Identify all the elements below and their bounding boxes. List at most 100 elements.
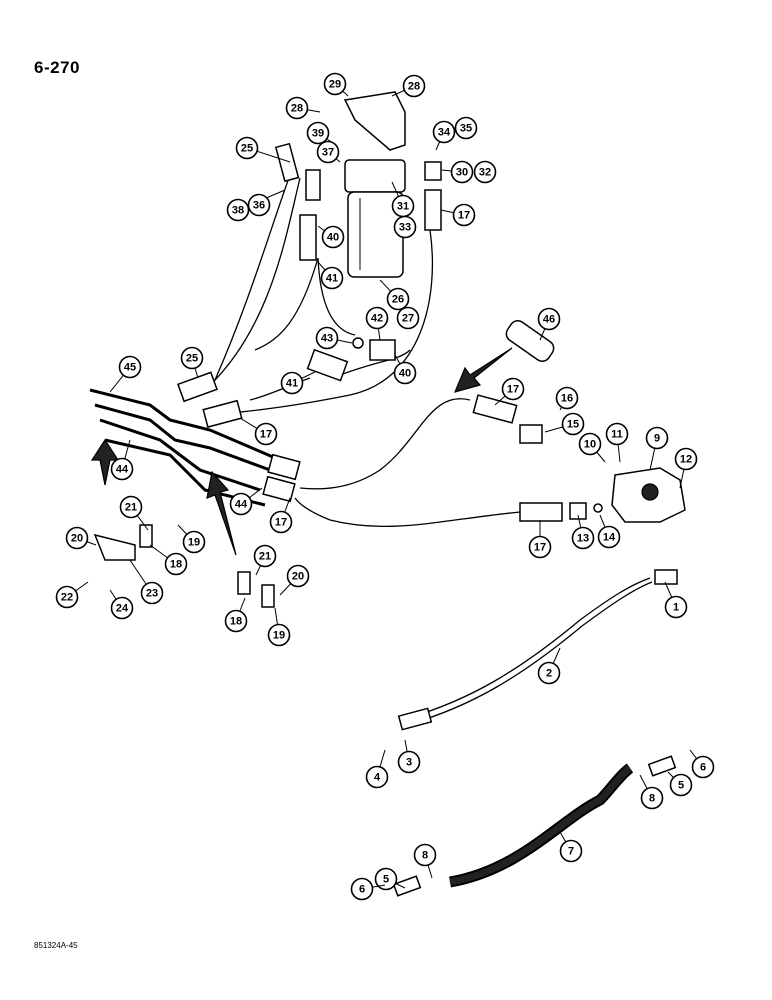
callout-41: 41: [280, 371, 316, 395]
callout-circle: [110, 457, 134, 481]
callout-number: 2: [546, 668, 552, 680]
callout-circle: [286, 564, 310, 588]
callout-33: 33: [393, 215, 417, 239]
callout-11: 11: [605, 422, 629, 463]
callout-25: 25: [235, 136, 291, 163]
callout-circle: [235, 136, 259, 160]
callout-circle: [645, 426, 669, 450]
filter-assembly: [274, 91, 442, 278]
callout-8: 8: [639, 774, 664, 810]
arrow: [90, 438, 120, 486]
callout-8: 8: [413, 843, 437, 879]
hose-end-fitting: [176, 371, 218, 403]
callout-circle: [640, 786, 664, 810]
callout-number: 22: [61, 592, 73, 604]
callout-number: 12: [680, 454, 692, 466]
callout-circle: [253, 544, 277, 568]
callout-circle: [280, 371, 304, 395]
callout-36: 36: [247, 193, 271, 217]
clamp-half: [237, 571, 251, 595]
callout-30: 30: [441, 160, 474, 184]
callout-20: 20: [65, 526, 97, 550]
callout-number: 6: [700, 762, 706, 774]
callout-5: 5: [667, 771, 693, 797]
callout-circle: [374, 867, 398, 891]
callout-5: 5: [374, 867, 406, 891]
callout-number: 4: [374, 772, 381, 784]
callout-28: 28: [391, 74, 426, 98]
callout-circle: [118, 355, 142, 379]
pump-assembly: [472, 320, 686, 523]
callout-7: 7: [559, 831, 583, 863]
hose-lines: [204, 174, 653, 725]
callout-circle: [306, 121, 330, 145]
hose-line: [407, 577, 651, 719]
callout-number: 20: [71, 533, 83, 545]
cooler-tube: [94, 403, 271, 472]
hose-end-fitting: [519, 502, 563, 522]
callout-circle: [320, 266, 344, 290]
callout-circle: [571, 526, 595, 550]
callout-number: 5: [383, 874, 389, 886]
cooler-tube: [99, 418, 261, 492]
callout-26: 26: [379, 279, 410, 311]
elbow-fitting: [305, 169, 321, 201]
hose-sleeve: [505, 320, 555, 362]
callout-circle: [555, 386, 579, 410]
callout-17: 17: [494, 377, 525, 406]
hose-line: [294, 497, 521, 528]
callout-20: 20: [279, 564, 310, 596]
callout-40: 40: [317, 225, 345, 249]
callout-27: 27: [396, 306, 420, 330]
callout-circle: [164, 552, 188, 576]
cooler-tube: [89, 388, 281, 462]
callout-41: 41: [317, 261, 344, 290]
callout-22: 22: [55, 581, 89, 609]
callout-15: 15: [544, 412, 585, 436]
callout-number: 25: [186, 353, 198, 365]
callout-28: 28: [285, 96, 321, 120]
callout-circle: [537, 661, 561, 685]
callout-number: 28: [408, 81, 420, 93]
callout-circle: [350, 877, 374, 901]
callout-circle: [397, 750, 421, 774]
callout-number: 13: [577, 533, 589, 545]
callout-circle: [597, 525, 621, 549]
callout-number: 17: [275, 517, 287, 529]
callout-24: 24: [109, 589, 134, 620]
hose-line: [214, 174, 291, 381]
callout-number: 37: [322, 147, 334, 159]
callout-number: 3: [406, 757, 412, 769]
callout-circle: [269, 510, 293, 534]
callout-number: 27: [402, 313, 414, 325]
callout-number: 19: [188, 537, 200, 549]
callout-21: 21: [253, 544, 277, 576]
callout-40: 40: [393, 354, 417, 385]
adapter-fitting: [424, 161, 442, 181]
callout-number: 17: [507, 384, 519, 396]
callout-25: 25: [180, 346, 204, 379]
tube-connector: [262, 475, 296, 503]
callout-circle: [501, 377, 525, 401]
callout-number: 17: [534, 542, 546, 554]
elbow-fitting: [519, 424, 543, 444]
callout-17: 17: [440, 203, 476, 227]
hose-line: [317, 257, 356, 336]
callout-21: 21: [119, 495, 149, 531]
callout-circle: [180, 346, 204, 370]
callout-circle: [669, 773, 693, 797]
callout-number: 17: [260, 429, 272, 441]
callout-number: 46: [543, 314, 555, 326]
callout-44: 44: [110, 439, 134, 481]
filter-mounting-bracket: [343, 91, 406, 151]
callout-34: 34: [432, 120, 456, 151]
callout-35: 35: [454, 116, 478, 140]
callout-18: 18: [224, 597, 248, 633]
callout-number: 29: [329, 79, 341, 91]
callout-circle: [254, 422, 278, 446]
hose-end-fitting: [299, 214, 317, 261]
tube-connector: [267, 453, 301, 481]
callout-number: 35: [460, 123, 472, 135]
callout-19: 19: [177, 524, 206, 554]
